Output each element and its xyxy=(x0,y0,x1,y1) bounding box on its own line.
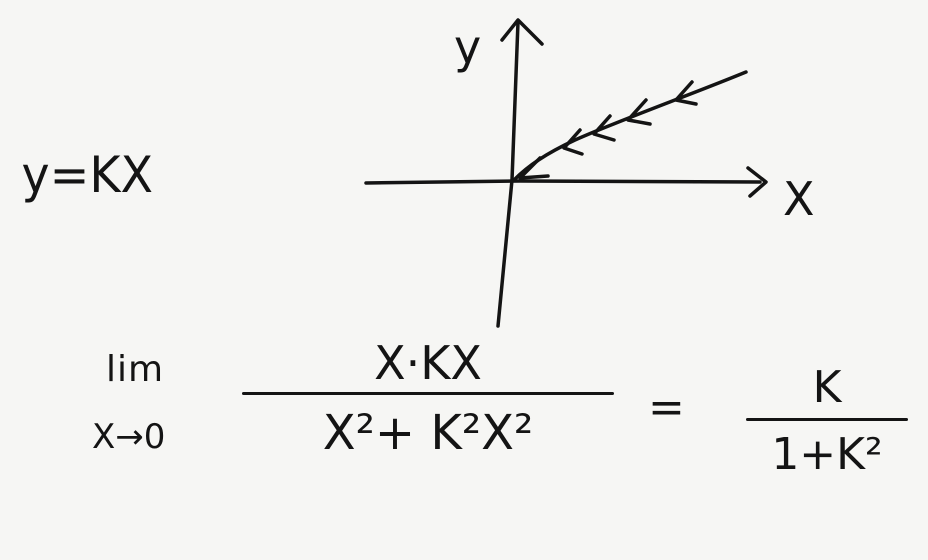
limit-fraction: X·KX X²+ K²X² xyxy=(242,340,614,457)
path-arrow-origin xyxy=(518,156,550,180)
fraction-numerator: X·KX xyxy=(374,336,482,390)
path-arrow-1 xyxy=(674,80,698,106)
limit-subscript: X→0 xyxy=(92,417,166,457)
result-numerator: K xyxy=(812,362,842,413)
result-denominator: 1+K² xyxy=(771,429,883,480)
path-arrow-4 xyxy=(562,128,584,156)
y-axis-line xyxy=(496,20,520,328)
result-fraction: K 1+K² xyxy=(746,366,908,477)
path-arrow-2 xyxy=(626,98,652,126)
path-arrow-3 xyxy=(592,114,616,142)
limit-word: lim xyxy=(106,349,165,390)
x-axis-line xyxy=(364,179,762,185)
y-axis-label: y xyxy=(454,20,482,74)
x-axis-label: X xyxy=(783,172,815,226)
fraction-denominator: X²+ K²X² xyxy=(322,405,534,461)
result-fraction-bar xyxy=(746,418,908,421)
line-equation: y=KX xyxy=(21,146,154,204)
x-axis-arrowhead xyxy=(746,166,768,198)
fraction-bar xyxy=(242,392,614,395)
approach-path xyxy=(512,70,748,182)
equals-sign: = xyxy=(648,382,685,433)
y-axis-arrowhead xyxy=(500,18,544,46)
